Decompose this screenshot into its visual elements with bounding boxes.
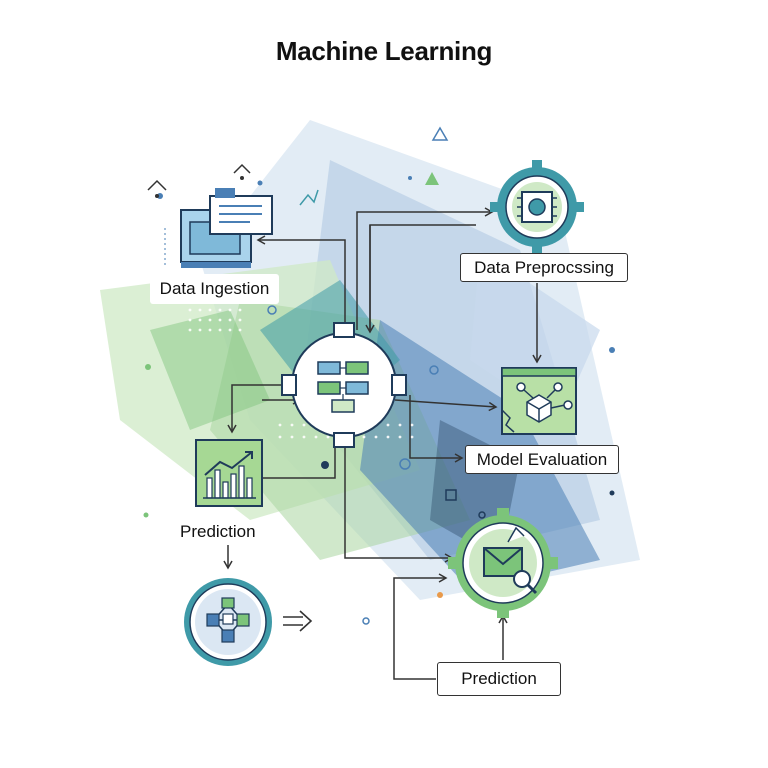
arrow-hub-to-prediction-left <box>227 384 300 434</box>
monitor-document-icon <box>164 188 273 268</box>
arrow-hub-to-ingestion <box>256 235 346 330</box>
gear-flowchart-icon <box>281 322 407 448</box>
page-title: Machine Learning <box>275 36 493 66</box>
prediction-left-label: Prediction <box>180 522 256 541</box>
gear-mail-search-icon <box>448 508 558 618</box>
arrow-hub-to-prediction-right <box>344 440 454 563</box>
model-evaluation-label: Model Evaluation <box>465 445 619 474</box>
bar-chart-trend-icon <box>195 439 263 507</box>
prediction-bottom-label: Prediction <box>437 662 561 696</box>
arrow-prediction-label-to-node <box>393 573 448 680</box>
arrow-hub-to-evaluation <box>394 399 498 412</box>
network-cube-window-icon <box>501 367 577 435</box>
gear-chip-icon <box>490 160 584 254</box>
double-arrow-icon <box>283 610 313 632</box>
connector-prediction-left-hub <box>262 440 336 479</box>
circular-network-icon <box>184 578 272 666</box>
arrow-hub-to-preprocessing <box>356 207 494 330</box>
data-ingestion-label: Data Ingestion <box>150 274 279 304</box>
data-preprocessing-label: Data Preprocssing <box>460 253 628 282</box>
connectors <box>223 207 542 680</box>
arrow-hub-to-evaluation-label <box>409 395 464 463</box>
